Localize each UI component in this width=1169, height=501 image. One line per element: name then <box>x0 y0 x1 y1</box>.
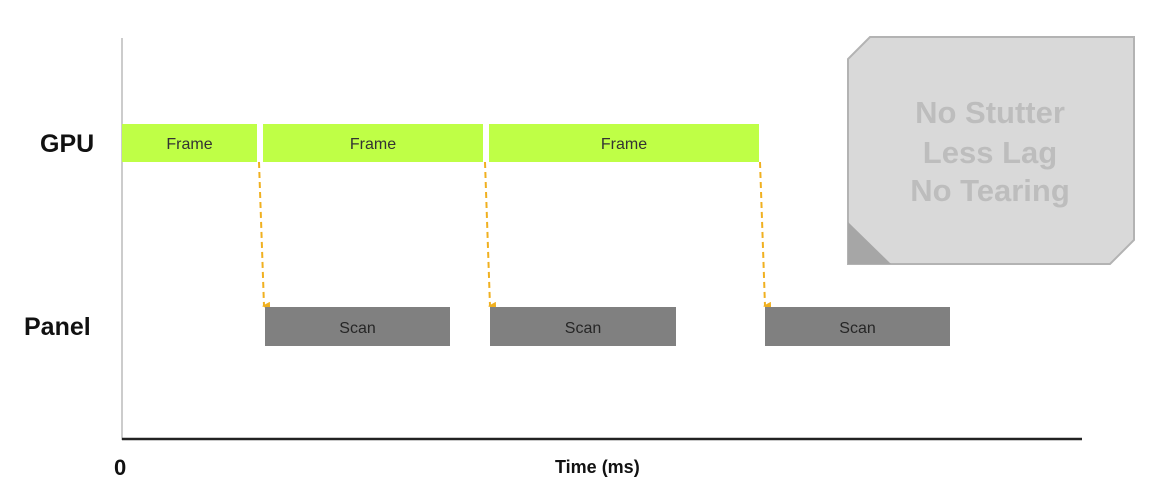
panel-row-label: Panel <box>24 313 91 341</box>
scan-label: Scan <box>839 320 875 337</box>
panel-scan-2: Scan <box>490 307 676 346</box>
frame-bar <box>489 124 759 162</box>
axis-x-label: Time (ms) <box>555 457 640 477</box>
scan-bar <box>490 307 676 346</box>
frame-bar <box>122 124 257 162</box>
scan-bar <box>265 307 450 346</box>
frame-label: Frame <box>350 136 396 153</box>
benefits-callout: No Stutter Less Lag No Tearing <box>847 36 1135 265</box>
axis-origin-label: 0 <box>114 455 126 480</box>
scan-label: Scan <box>565 320 601 337</box>
panel-scan-1: Scan <box>265 307 450 346</box>
gpu-frame-1: Frame <box>122 124 257 162</box>
callout-line-3: No Tearing <box>910 173 1070 208</box>
transfer-arrows <box>258 161 772 310</box>
callout-line-2: Less Lag <box>923 135 1057 170</box>
panel-scans: Scan Scan Scan <box>265 307 950 346</box>
gpu-frame-2: Frame <box>263 124 483 162</box>
frame-label: Frame <box>601 136 647 153</box>
callout-line-1: No Stutter <box>915 95 1065 130</box>
callout-panel <box>847 36 1135 265</box>
gpu-frame-3: Frame <box>489 124 759 162</box>
scan-bar <box>765 307 950 346</box>
transfer-arrow-2 <box>484 161 497 310</box>
transfer-arrow-1 <box>258 161 271 310</box>
gpu-row-label: GPU <box>40 130 94 158</box>
scan-label: Scan <box>339 320 375 337</box>
transfer-arrow-3 <box>759 161 772 310</box>
panel-scan-3: Scan <box>765 307 950 346</box>
gpu-frames: Frame Frame Frame <box>122 124 759 162</box>
frame-label: Frame <box>166 136 212 153</box>
frame-bar <box>263 124 483 162</box>
callout-fold <box>848 222 891 264</box>
